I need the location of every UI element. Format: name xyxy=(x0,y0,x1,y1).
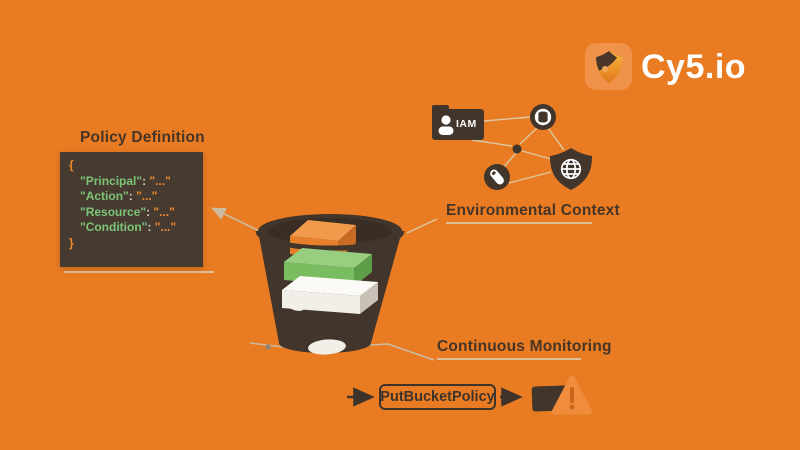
node-dot-icon xyxy=(265,344,271,350)
code-line-resource: "Resource": "..." xyxy=(80,204,175,219)
node-dot-icon xyxy=(512,144,522,154)
continuous-monitoring-label: Continuous Monitoring xyxy=(437,338,612,355)
iam-folder-icon xyxy=(432,105,484,140)
environmental-context-label: Environmental Context xyxy=(446,202,620,219)
environmental-context-underline xyxy=(446,222,592,224)
key-icon xyxy=(484,164,510,190)
policy-panel-underline xyxy=(64,271,214,273)
code-line-condition: "Condition": "..." xyxy=(80,220,177,234)
shield-logo-icon xyxy=(585,43,632,90)
continuous-monitoring-underline xyxy=(437,358,581,360)
put-bucket-policy-label: PutBucketPolicy xyxy=(380,389,495,405)
user-icon xyxy=(441,115,451,125)
policy-definition-title: Policy Definition xyxy=(80,129,205,146)
database-icon xyxy=(530,104,556,130)
policy-code-panel: { "Principal": "..." "Action": "..." "Re… xyxy=(60,152,203,267)
code-line-principal: "Principal": "..." xyxy=(80,173,171,188)
put-bucket-policy-box: PutBucketPolicy xyxy=(379,384,496,410)
iam-badge-label: IAM xyxy=(456,118,477,130)
code-close-brace: } xyxy=(69,235,74,250)
globe-shield-icon xyxy=(550,148,592,190)
warning-triangle-icon xyxy=(531,375,593,415)
environment-network xyxy=(471,116,565,184)
brand-wordmark: Cy5.io xyxy=(641,48,747,86)
spill-blob xyxy=(287,301,305,311)
s3-bucket-icon xyxy=(255,214,405,355)
spill-blob xyxy=(308,339,346,355)
connector-bucket-to-environment xyxy=(406,218,438,234)
code-line-action: "Action": "..." xyxy=(80,189,158,203)
code-open-brace: { xyxy=(69,158,74,172)
